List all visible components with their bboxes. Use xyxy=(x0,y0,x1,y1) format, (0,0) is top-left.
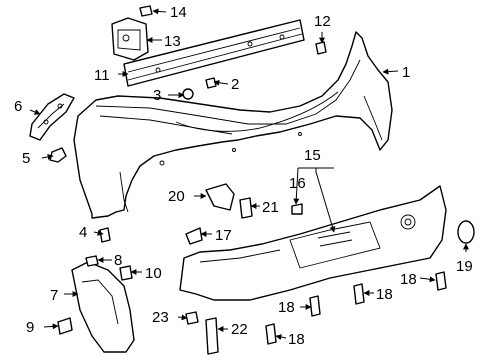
clip-9-part xyxy=(57,317,73,335)
callout-1: 1 xyxy=(402,64,410,81)
callout-5: 5 xyxy=(22,150,30,167)
callout-13: 13 xyxy=(164,33,181,50)
callout-7: 7 xyxy=(50,287,58,304)
clip-18b-part xyxy=(353,283,365,305)
clip-17-part xyxy=(185,227,203,245)
clip-10-part xyxy=(119,265,133,281)
callout-15: 15 xyxy=(304,147,321,164)
callout-22: 22 xyxy=(231,321,248,338)
callout-18-c: 18 xyxy=(278,299,295,316)
callout-14: 14 xyxy=(170,4,187,21)
callout-19: 19 xyxy=(456,258,473,275)
callout-6: 6 xyxy=(14,98,22,115)
callout-23: 23 xyxy=(152,309,169,326)
clip-18a-part xyxy=(435,271,447,291)
fastener-14-part xyxy=(139,5,153,17)
cap-19-part xyxy=(457,220,475,244)
callout-10: 10 xyxy=(145,265,162,282)
clip-18d-part xyxy=(265,323,277,345)
callout-18-a: 18 xyxy=(400,271,417,288)
bracket-20-part xyxy=(205,183,235,211)
bumper-cover-part xyxy=(73,31,393,219)
fastener-3-part xyxy=(182,88,194,100)
clip-8-part xyxy=(85,255,99,267)
clip-16-part xyxy=(291,203,303,215)
callout-17: 17 xyxy=(215,227,232,244)
reinforcement-bar-part xyxy=(123,19,305,87)
leader-lines xyxy=(29,8,469,341)
clip-4-part xyxy=(99,227,111,243)
callout-16: 16 xyxy=(289,175,306,192)
callout-21: 21 xyxy=(262,199,279,216)
bracket-part xyxy=(111,17,149,61)
clip-5-part xyxy=(49,147,67,163)
trim-22-part xyxy=(205,317,219,355)
callout-9: 9 xyxy=(26,319,34,336)
callout-3: 3 xyxy=(153,87,161,104)
clip-21-part xyxy=(239,197,253,219)
callout-4: 4 xyxy=(79,224,87,241)
callout-2: 2 xyxy=(231,76,239,93)
callout-20: 20 xyxy=(168,188,185,205)
callout-12: 12 xyxy=(314,13,331,30)
fastener-12-part xyxy=(315,41,327,55)
lower-side-piece-part xyxy=(71,261,135,353)
callout-18-b: 18 xyxy=(376,286,393,303)
clip-18c-part xyxy=(309,295,321,317)
callout-11: 11 xyxy=(94,67,110,84)
bolt-23-part xyxy=(185,311,199,325)
callout-18-d: 18 xyxy=(288,331,305,348)
side-bracket-part xyxy=(29,93,75,141)
fastener-2-part xyxy=(205,77,217,89)
callout-8: 8 xyxy=(114,252,122,269)
